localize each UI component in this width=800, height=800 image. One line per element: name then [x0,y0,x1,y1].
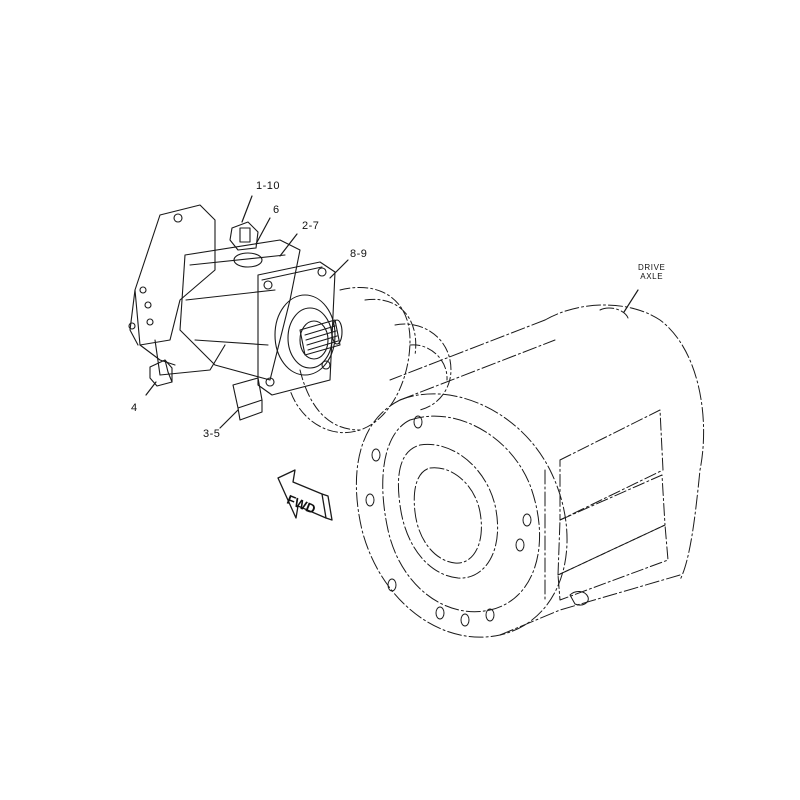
drive-axle-label-line2: AXLE [640,272,664,281]
coupling-adapter [289,286,452,434]
drive-axle-label-line1: DRIVE [638,263,666,272]
callout-1-10: 1-10 [256,180,281,192]
hydraulic-motor [128,204,343,421]
axle-side-plate [557,409,669,601]
flange-bolt-holes [365,415,532,627]
callout-2-7: 2-7 [302,220,320,232]
callout-4: 4 [131,402,138,414]
forward-direction-arrow [277,469,333,521]
callout-3-5: 3-5 [203,428,221,440]
callout-6: 6 [273,204,280,216]
axle-drain-plug [569,591,589,606]
fwd-label: FWD [285,492,318,517]
drive-axle-label: DRIVE AXLE [638,263,665,281]
drive-axle-housing [355,304,705,638]
callout-8-9: 8-9 [350,248,368,260]
leader-lines [145,195,639,429]
